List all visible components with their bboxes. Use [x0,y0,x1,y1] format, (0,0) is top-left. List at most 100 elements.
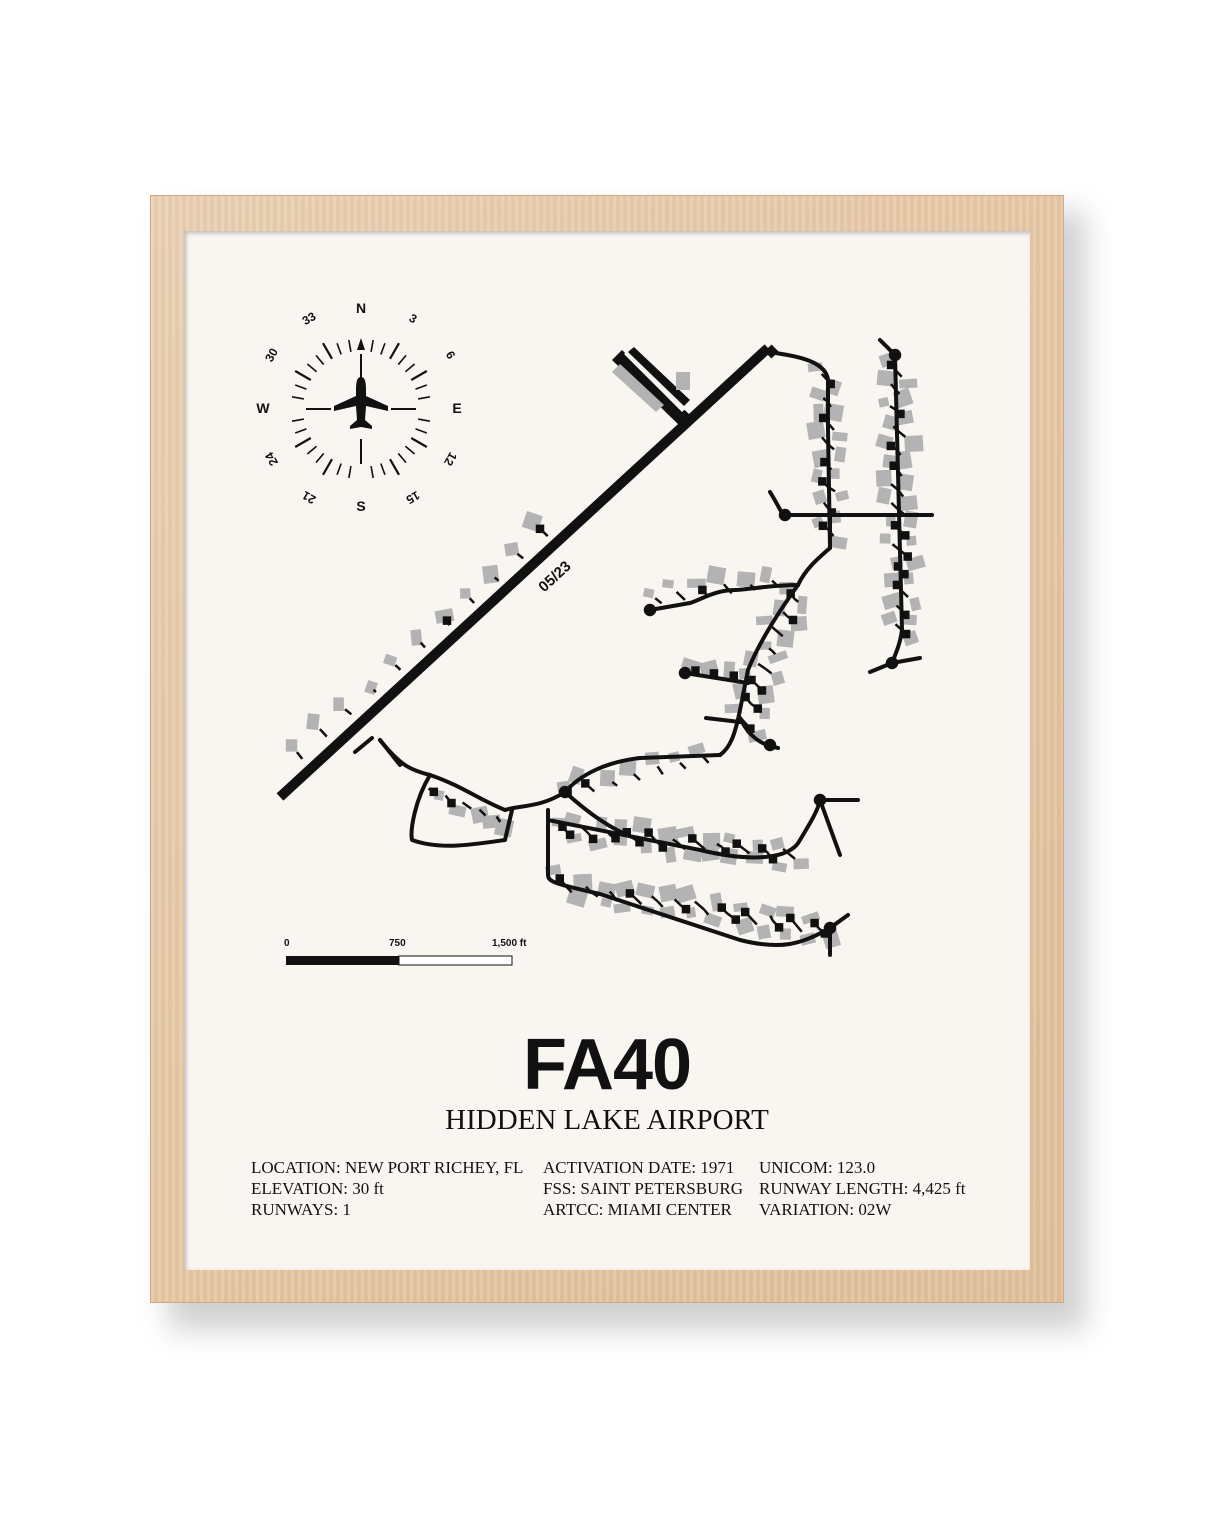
hangar-marker [442,616,452,625]
driveway [478,808,487,817]
house-building [723,832,736,844]
house-building [682,849,703,863]
house-building [880,610,898,626]
driveway [764,667,773,675]
hangar-marker [818,521,828,531]
compass-tick [415,428,428,434]
info-runways: RUNWAYS: 1 [251,1200,351,1219]
driveway [344,708,353,716]
hangar-marker [658,843,668,852]
driveway [675,591,686,601]
compass-tick [417,396,431,400]
driveway [827,443,835,451]
house-building [771,861,788,873]
compass-tick [306,445,318,455]
compass-north-arrow [357,338,365,350]
driveway [899,589,909,598]
house-building [898,378,918,389]
driveway [768,647,774,653]
compass-tick [404,445,416,455]
cul-de-sac [888,348,902,362]
house-building [879,533,891,544]
house-building [877,396,890,408]
driveway [820,373,829,382]
compass-tick [306,363,318,373]
hangar-marker [635,838,644,847]
house-building [767,650,789,665]
compass-tick [322,458,333,476]
hangar-marker [893,562,903,571]
hangar-marker [644,828,653,837]
house-building [834,490,850,502]
driveway [890,483,900,491]
hangar-marker [810,918,819,928]
driveway [896,449,902,456]
house-building [755,615,773,626]
driveway [788,852,796,860]
airport-code: FA40 [522,1025,692,1105]
compass-tick [348,465,352,479]
driveway [826,401,832,408]
hangar-marker [886,441,896,451]
driveway [676,841,686,851]
house-building [796,595,808,615]
house-building [724,703,741,714]
driveway [611,893,619,902]
house-building [897,495,919,512]
hangar-marker [757,844,767,853]
hangar-marker [786,589,795,598]
driveway [794,923,803,933]
house-building [459,588,471,599]
driveway [611,780,618,787]
driveway [295,751,304,760]
hangar-marker [747,675,756,685]
compass-tick [380,342,386,355]
house-building [613,902,631,914]
hangar-marker [753,704,763,713]
house-building [831,431,848,442]
compass-w: W [256,400,270,416]
driveway [771,579,780,588]
driveway [779,632,784,638]
house-building [833,446,847,463]
house-building [285,739,298,752]
compass-tick [315,354,325,366]
driveway [694,900,705,911]
compass-plane-icon [334,377,388,429]
house-building [410,629,423,646]
compass-n: N [356,300,366,316]
driveway [701,755,710,764]
cul-de-sac [813,793,827,807]
house-building [759,565,773,584]
scale-label-750: 750 [389,938,406,949]
cul-de-sac [778,508,792,522]
house-building [306,713,320,731]
hangar-marker [731,915,740,924]
hangar-marker [565,830,575,839]
hangar-marker [625,889,635,898]
compass-heading-33: 33 [300,309,319,328]
hangar-marker [611,833,620,843]
driveway [672,838,679,844]
compass-tick [380,463,386,476]
hangar-block [612,347,690,426]
hangar-marker [558,822,567,831]
hangar-marker [818,477,827,486]
compass-heading-24: 24 [262,449,281,468]
driveway [771,626,781,635]
house-building [674,884,697,904]
compass-tick [389,342,400,360]
hangar-marker [903,552,912,561]
hangar-marker [746,724,755,733]
driveway [468,597,476,604]
driveway [579,825,590,835]
driveway [673,898,682,907]
compass-tick [389,458,400,476]
driveway [632,773,641,781]
hangar-marker [717,903,727,912]
scale-label-0: 0 [284,938,290,949]
house-building [904,435,924,453]
driveway [892,425,898,431]
driveway [722,583,733,595]
cul-de-sac [823,921,837,935]
